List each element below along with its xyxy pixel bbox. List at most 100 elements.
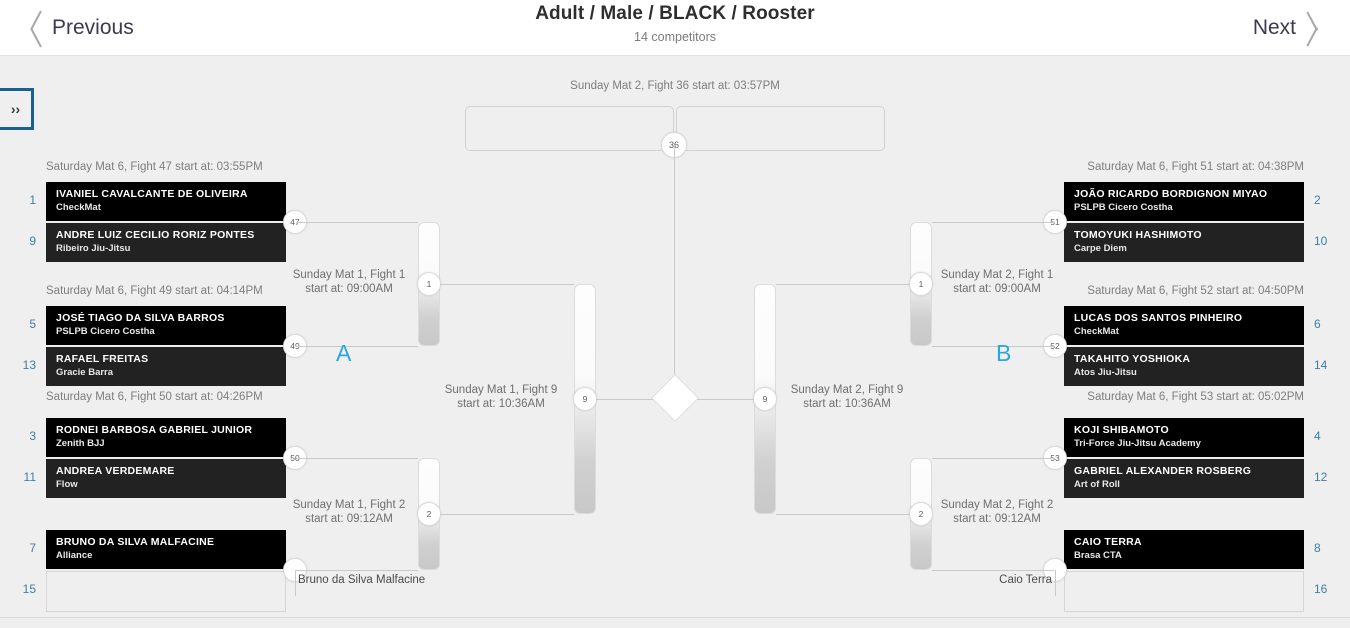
feeder-line <box>932 570 1054 571</box>
seed-number: 13 <box>22 358 36 372</box>
seed-number: 16 <box>1314 582 1328 596</box>
competitor-team: CheckMat <box>56 202 101 213</box>
competitor-name: TAKAHITO YOSHIOKA <box>1074 353 1191 365</box>
match-header: Saturday Mat 6, Fight 53 start at: 05:02… <box>1087 391 1304 403</box>
round-label: Sunday Mat 1, Fight 1 start at: 09:00AM <box>292 269 406 295</box>
competitor-team: Carpe Diem <box>1074 243 1127 254</box>
expand-sidebar-button[interactable]: ›› <box>0 88 34 130</box>
competitor-team: Art of Roll <box>1074 479 1120 490</box>
feeder-line <box>296 222 418 223</box>
center-diamond-node[interactable] <box>650 373 700 423</box>
seed-number: 9 <box>29 234 36 248</box>
competitor-card[interactable]: RODNEI BARBOSA GABRIEL JUNIOR Zenith BJJ <box>46 418 286 457</box>
bracket-canvas: Saturday Mat 6, Fight 47 start at: 03:55… <box>0 56 1350 618</box>
competitor-name: TOMOYUKI HASHIMOTO <box>1074 229 1202 241</box>
seed-number: 11 <box>23 470 36 484</box>
competitor-card[interactable]: JOSÉ TIAGO DA SILVA BARROS PSLPB Cicero C… <box>46 306 286 345</box>
competitor-card[interactable]: RAFAEL FREITAS Gracie Barra <box>46 347 286 386</box>
competitor-card[interactable]: ANDREA VERDEMARE Flow <box>46 459 286 498</box>
final-feeder-line <box>596 399 674 400</box>
final-match-header: Sunday Mat 2, Fight 36 start at: 03:57PM <box>570 80 780 92</box>
fight-node[interactable]: 2 <box>417 502 441 526</box>
seed-number: 2 <box>1314 193 1321 207</box>
competitor-name: CAIO TERRA <box>1074 536 1142 548</box>
chevron-right-icon <box>1304 9 1330 47</box>
page-title: Adult / Male / BLACK / Rooster <box>535 3 815 24</box>
competitor-name: RAFAEL FREITAS <box>56 353 149 365</box>
competitor-team: Zenith BJJ <box>56 438 105 449</box>
competitor-team: Alliance <box>56 550 93 561</box>
competitor-name: KOJI SHIBAMOTO <box>1074 424 1169 436</box>
feeder-line <box>440 284 574 285</box>
competitor-name: GABRIEL ALEXANDER ROSBERG <box>1074 465 1252 477</box>
fight-node[interactable]: 1 <box>417 272 441 296</box>
next-button[interactable]: Next <box>1253 9 1330 47</box>
bracket-letter-right: B <box>996 340 1012 366</box>
competitor-name: JOSÉ TIAGO DA SILVA BARROS <box>56 312 225 324</box>
seed-number: 7 <box>29 541 36 555</box>
previous-label: Previous <box>52 16 134 39</box>
previous-button[interactable]: Previous <box>18 9 134 47</box>
competitor-card[interactable]: CAIO TERRA Brasa CTA <box>1064 530 1304 569</box>
bye-stub-line <box>295 570 296 596</box>
seed-number: 6 <box>1314 317 1321 331</box>
fight-node[interactable]: 2 <box>909 502 933 526</box>
feeder-line <box>776 284 910 285</box>
title-block: Adult / Male / BLACK / Rooster 14 compet… <box>0 3 1350 44</box>
competitor-slot-empty[interactable] <box>1064 571 1304 612</box>
competitor-slot-empty[interactable] <box>46 571 286 612</box>
match-header: Saturday Mat 6, Fight 49 start at: 04:14… <box>46 285 263 297</box>
competitor-card[interactable]: GABRIEL ALEXANDER ROSBERG Art of Roll <box>1064 459 1304 498</box>
match-header: Saturday Mat 6, Fight 51 start at: 04:38… <box>1087 161 1304 173</box>
competitor-card[interactable]: TAKAHITO YOSHIOKA Atos Jiu-Jitsu <box>1064 347 1304 386</box>
fight-node[interactable]: 9 <box>753 387 777 411</box>
seed-number: 1 <box>29 193 36 207</box>
competitor-team: Flow <box>56 479 78 490</box>
competitor-name: JOÃO RICARDO BORDIGNON MIYAO <box>1074 188 1268 200</box>
competitor-card[interactable]: KOJI SHIBAMOTO Tri-Force Jiu-Jitsu Academ… <box>1064 418 1304 457</box>
final-slot-left[interactable] <box>465 106 674 151</box>
seed-number: 10 <box>1314 234 1328 248</box>
competitor-card[interactable]: TOMOYUKI HASHIMOTO Carpe Diem <box>1064 223 1304 262</box>
round-label: Sunday Mat 1, Fight 2 start at: 09:12AM <box>292 499 406 525</box>
bye-stub-line <box>1055 570 1056 596</box>
competitor-team: Gracie Barra <box>56 367 114 378</box>
feeder-line <box>296 458 418 459</box>
seed-number: 5 <box>29 317 36 331</box>
bottom-divider <box>0 617 1350 618</box>
final-spine-line <box>674 145 675 397</box>
competitor-team: Brasa CTA <box>1074 550 1122 561</box>
feeder-line <box>440 514 574 515</box>
bye-advancing-name: Caio Terra <box>999 574 1052 586</box>
round-label: Sunday Mat 2, Fight 1 start at: 09:00AM <box>940 269 1054 295</box>
feeder-line <box>932 458 1054 459</box>
seed-number: 15 <box>22 582 36 596</box>
feeder-line <box>932 346 1054 347</box>
competitor-team: Ribeiro Jiu-Jitsu <box>56 243 131 254</box>
feeder-line <box>776 514 910 515</box>
competitor-name: LUCAS DOS SANTOS PINHEIRO <box>1074 312 1243 324</box>
seed-number: 12 <box>1314 470 1328 484</box>
round-label: Sunday Mat 1, Fight 9 start at: 10:36AM <box>444 384 558 410</box>
seed-number: 8 <box>1314 541 1321 555</box>
competitor-name: ANDREA VERDEMARE <box>56 465 175 477</box>
competitor-card[interactable]: ANDRE LUIZ CECILIO RORIZ PONTES Ribeiro J… <box>46 223 286 262</box>
competitor-team: PSLPB Cicero Costha <box>56 326 155 337</box>
competitor-card[interactable]: LUCAS DOS SANTOS PINHEIRO CheckMat <box>1064 306 1304 345</box>
feeder-line <box>296 570 418 571</box>
competitor-name: RODNEI BARBOSA GABRIEL JUNIOR <box>56 424 253 436</box>
bye-advancing-name: Bruno da Silva Malfacine <box>298 574 426 586</box>
fight-node[interactable]: 9 <box>573 387 597 411</box>
competitor-count: 14 competitors <box>634 30 716 44</box>
match-header: Saturday Mat 6, Fight 47 start at: 03:55… <box>46 161 263 173</box>
competitor-team: CheckMat <box>1074 326 1119 337</box>
competitor-team: Tri-Force Jiu-Jitsu Academy <box>1074 438 1201 449</box>
competitor-team: Atos Jiu-Jitsu <box>1074 367 1137 378</box>
fight-node[interactable]: 1 <box>909 272 933 296</box>
competitor-name: ANDRE LUIZ CECILIO RORIZ PONTES <box>56 229 255 241</box>
seed-number: 3 <box>29 429 36 443</box>
final-slot-right[interactable] <box>676 106 885 151</box>
